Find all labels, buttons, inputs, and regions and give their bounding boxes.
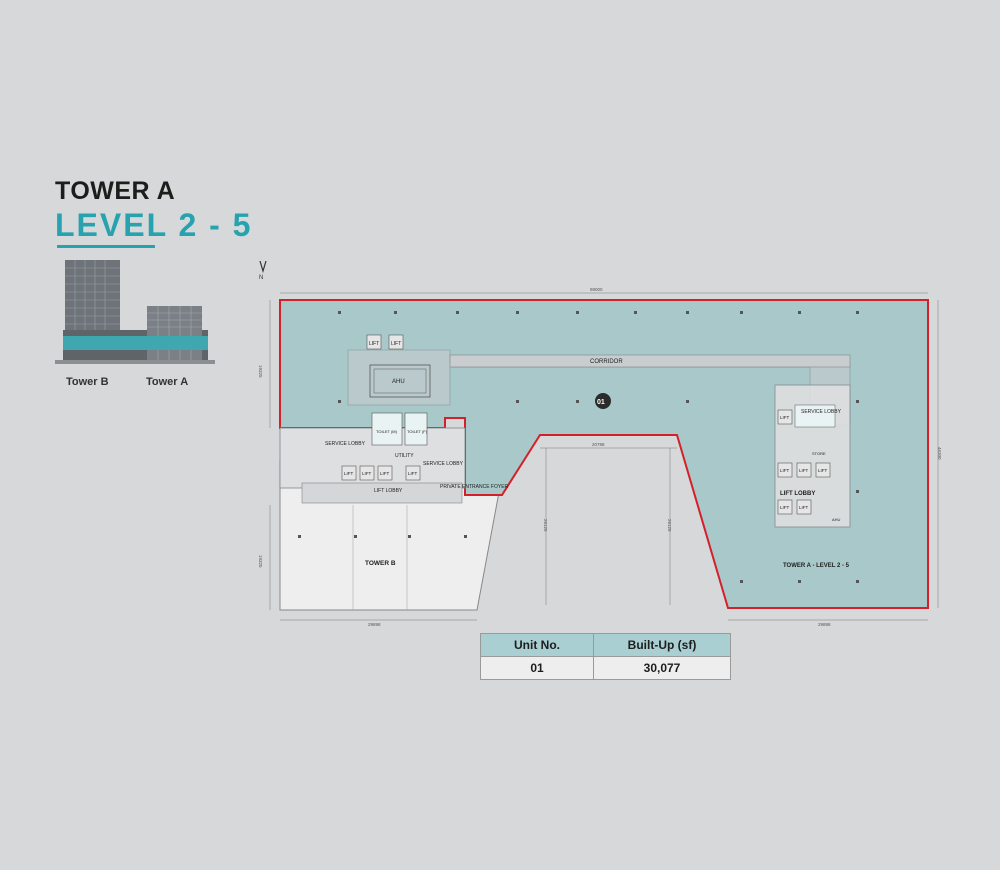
unit-marker: 01 [597, 399, 605, 406]
unit-area-table: Unit No. Built-Up (sf) 01 30,077 [480, 633, 731, 680]
level-title: LEVEL 2 - 5 [55, 207, 253, 243]
svg-text:26125: 26125 [543, 519, 548, 532]
cell-built-up: 30,077 [593, 656, 731, 680]
column-header-unit: Unit No. [480, 633, 594, 657]
tower-a-caption: TOWER A - LEVEL 2 - 5 [783, 563, 850, 569]
svg-text:TOILET (F): TOILET (F) [407, 429, 428, 434]
north-arrow-icon [259, 260, 267, 274]
svg-text:TOILET (M): TOILET (M) [376, 429, 398, 434]
svg-text:29898: 29898 [818, 622, 831, 627]
svg-text:LIFT LOBBY: LIFT LOBBY [374, 488, 403, 494]
svg-text:LIFT: LIFT [408, 471, 418, 476]
svg-text:LIFT: LIFT [780, 415, 790, 420]
svg-text:LIFT: LIFT [799, 505, 809, 510]
svg-text:LIFT: LIFT [391, 341, 401, 347]
table-header-row: Unit No. Built-Up (sf) [480, 633, 731, 657]
thumb-label-tower-b: Tower B [66, 376, 109, 388]
column-header-built-up: Built-Up (sf) [593, 633, 731, 657]
tower-b-label: TOWER B [365, 560, 396, 567]
building-thumbnail [55, 260, 215, 364]
svg-text:26125: 26125 [667, 519, 672, 532]
svg-text:LIFT: LIFT [380, 471, 390, 476]
tower-title: TOWER A [55, 177, 176, 205]
svg-text:LIFT: LIFT [799, 468, 809, 473]
svg-text:PRIVATE ENTRANCE FOYER: PRIVATE ENTRANCE FOYER [440, 484, 509, 490]
svg-text:LIFT LOBBY: LIFT LOBBY [780, 491, 815, 497]
svg-text:SERVICE LOBBY: SERVICE LOBBY [801, 409, 842, 415]
svg-text:98000: 98000 [590, 287, 603, 292]
svg-text:SERVICE LOBBY: SERVICE LOBBY [325, 441, 366, 447]
svg-text:46300: 46300 [937, 447, 942, 460]
svg-text:LIFT: LIFT [818, 468, 828, 473]
svg-text:STORE: STORE [812, 451, 826, 456]
svg-text:20788: 20788 [592, 442, 605, 447]
cell-unit-no: 01 [480, 656, 594, 680]
table-row: 01 30,077 [480, 656, 731, 680]
svg-text:UTILITY: UTILITY [395, 453, 414, 459]
heading: TOWER A LEVEL 2 - 5 [55, 177, 252, 245]
svg-text:LIFT: LIFT [369, 341, 379, 347]
compass-label: N [259, 275, 263, 281]
svg-text:19325: 19325 [258, 365, 263, 378]
svg-text:LIFT: LIFT [780, 468, 790, 473]
title-underline [57, 245, 155, 248]
ahu-label: AHU [392, 379, 405, 385]
svg-text:19325: 19325 [258, 555, 263, 568]
corridor-label: CORRIDOR [590, 359, 623, 365]
svg-text:29898: 29898 [368, 622, 381, 627]
svg-text:LIFT: LIFT [780, 505, 790, 510]
svg-text:LIFT: LIFT [362, 471, 372, 476]
svg-text:SERVICE LOBBY: SERVICE LOBBY [423, 461, 464, 467]
floor-plan: N LIFT LIFT AHU CORRIDOR 01 SERVICE LOBB… [258, 260, 942, 627]
thumb-label-tower-a: Tower A [146, 376, 189, 388]
svg-text:LIFT: LIFT [344, 471, 354, 476]
svg-text:AHU: AHU [832, 517, 841, 522]
